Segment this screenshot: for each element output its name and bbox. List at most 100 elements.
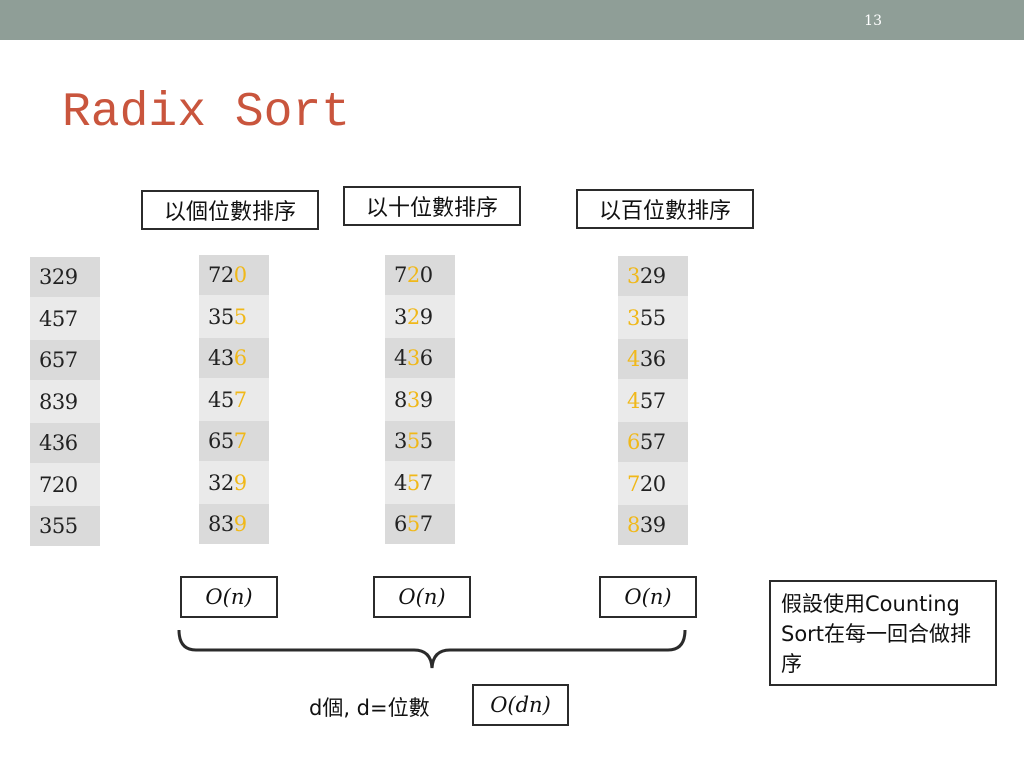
- number-prefix: 329: [39, 265, 78, 289]
- number-suffix: 36: [639, 347, 666, 371]
- number-suffix: 20: [639, 471, 666, 496]
- number-cell: 355: [30, 506, 100, 546]
- total-complexity: O(dn): [472, 684, 569, 726]
- number-prefix: 8: [394, 387, 407, 412]
- highlighted-digit: 6: [233, 346, 247, 370]
- ones-digit-sort-label: 以個位數排序: [141, 190, 319, 230]
- complexity-hundreds-pass: O(n): [599, 576, 697, 618]
- highlighted-digit: 5: [406, 470, 420, 495]
- slide-title: Radix Sort: [62, 86, 351, 140]
- column-original: 329 457 657 839 436 720 355: [30, 257, 100, 546]
- number-prefix: 7: [394, 263, 407, 287]
- number-suffix: 0: [419, 263, 433, 287]
- number-prefix: 720: [39, 472, 78, 497]
- highlighted-digit: 5: [233, 304, 247, 329]
- highlighted-digit: 9: [233, 512, 247, 536]
- highlighted-digit: 7: [233, 429, 247, 453]
- highlighted-digit: 5: [406, 512, 420, 536]
- highlighted-digit: 3: [406, 387, 420, 412]
- highlighted-digit: 3: [406, 346, 420, 370]
- highlighted-digit: 2: [406, 304, 420, 329]
- hundreds-digit-sort-label: 以百位數排序: [576, 189, 754, 229]
- number-suffix: 5: [419, 429, 433, 453]
- number-cell: 720: [30, 463, 100, 506]
- number-prefix: 436: [39, 431, 78, 455]
- highlighted-digit: 7: [627, 471, 640, 496]
- number-suffix: 55: [639, 305, 666, 330]
- number-prefix: 32: [208, 470, 234, 495]
- number-prefix: 4: [394, 346, 407, 370]
- note-box: 假設使用Counting Sort在每一回合做排序: [769, 580, 997, 686]
- slide-number: 13: [864, 13, 882, 29]
- number-prefix: 3: [394, 304, 407, 329]
- number-suffix: 9: [419, 304, 433, 329]
- highlighted-digit: 0: [233, 263, 247, 287]
- number-prefix: 4: [394, 470, 407, 495]
- number-prefix: 355: [39, 514, 78, 538]
- number-suffix: 39: [639, 513, 666, 537]
- number-prefix: 6: [394, 512, 407, 536]
- brace-caption: d個, d=位數: [309, 696, 430, 720]
- number-cell: 457: [30, 297, 100, 340]
- number-prefix: 35: [208, 304, 234, 329]
- number-suffix: 57: [639, 430, 666, 454]
- number-cell: 657: [30, 340, 100, 380]
- number-prefix: 839: [39, 389, 78, 414]
- number-cell: 329: [30, 257, 100, 297]
- highlighted-digit: 4: [627, 388, 640, 413]
- number-cell: 436: [30, 423, 100, 463]
- highlighted-digit: 5: [406, 429, 420, 453]
- highlighted-digit: 2: [406, 263, 420, 287]
- number-prefix: 43: [208, 346, 234, 370]
- number-cell: 839: [30, 380, 100, 423]
- number-suffix: 7: [419, 470, 433, 495]
- highlighted-digit: 4: [627, 347, 640, 371]
- number-prefix: 83: [208, 512, 234, 536]
- number-suffix: 7: [419, 512, 433, 536]
- top-bar: [0, 0, 1024, 40]
- number-suffix: 6: [419, 346, 433, 370]
- number-suffix: 57: [639, 388, 666, 413]
- number-suffix: 29: [639, 264, 666, 288]
- complexity-tens-pass: O(n): [373, 576, 471, 618]
- complexity-ones-pass: O(n): [180, 576, 278, 618]
- number-prefix: 72: [208, 263, 234, 287]
- highlighted-digit: 8: [627, 513, 640, 537]
- number-suffix: 9: [419, 387, 433, 412]
- highlighted-digit: 3: [627, 264, 640, 288]
- highlighted-digit: 3: [627, 305, 640, 330]
- number-prefix: 3: [394, 429, 407, 453]
- tens-digit-sort-label: 以十位數排序: [343, 186, 521, 226]
- highlighted-digit: 7: [233, 387, 247, 412]
- number-prefix: 45: [208, 387, 234, 412]
- grouping-brace: [177, 629, 687, 669]
- number-prefix: 457: [39, 306, 78, 331]
- number-prefix: 65: [208, 429, 234, 453]
- highlighted-digit: 6: [627, 430, 640, 454]
- highlighted-digit: 9: [233, 470, 247, 495]
